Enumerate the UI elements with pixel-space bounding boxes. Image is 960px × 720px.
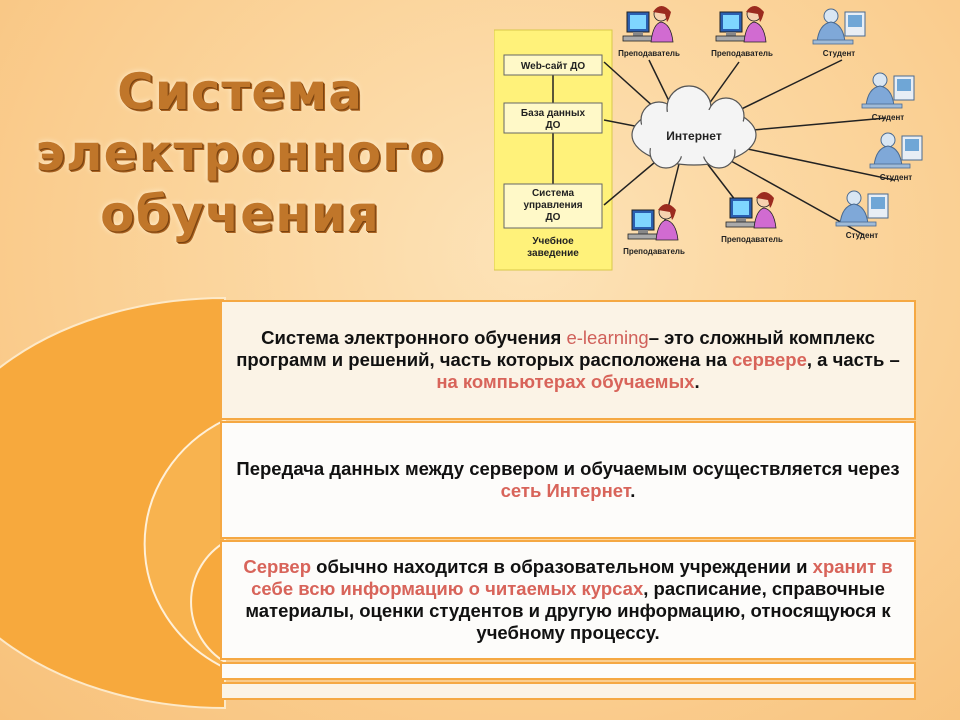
student-computer-icon: [835, 190, 889, 227]
network-node: Студент: [861, 72, 915, 122]
teacher-computer-icon: [715, 6, 767, 43]
network-node: Студент: [869, 132, 923, 182]
text-panel-3: Сервер обычно находится в образовательно…: [220, 540, 916, 660]
node-label: Преподаватель: [618, 49, 680, 58]
network-node: Преподаватель: [618, 6, 680, 58]
node-label: Преподаватель: [623, 247, 685, 256]
node-label: Студент: [846, 231, 879, 240]
student-computer-icon: [869, 132, 923, 169]
network-node: Студент: [812, 8, 866, 58]
node-label: Студент: [823, 49, 856, 58]
empty-panel-5: [220, 682, 916, 700]
web-site-box: [503, 54, 603, 76]
network-node: Студент: [835, 190, 889, 240]
highlight-course-info: хранит в себе всю информацию о читаемых …: [251, 556, 893, 599]
title-line-3: обучения: [100, 185, 380, 243]
highlight-server: сервере: [732, 349, 807, 370]
node-label: Студент: [872, 113, 905, 122]
empty-panel-4: [220, 662, 916, 680]
teacher-computer-icon: [725, 192, 777, 229]
panel-3-text: Сервер обычно находится в образовательно…: [243, 556, 893, 643]
student-computer-icon: [812, 8, 866, 45]
management-system-box: [503, 183, 603, 229]
student-computer-icon: [861, 72, 915, 109]
network-node: Преподаватель: [721, 192, 783, 244]
hub-label: Интернет: [666, 129, 722, 143]
node-label: Преподаватель: [711, 49, 773, 58]
node-label: Студент: [880, 173, 913, 182]
network-node: Преподаватель: [623, 204, 685, 256]
slide-title: Система электронного обучения: [20, 62, 460, 245]
web-site-label: Web-сайт ДО: [521, 61, 585, 72]
arc-inner: [190, 540, 226, 664]
network-node: Преподаватель: [711, 6, 773, 58]
internet-cloud: [631, 85, 757, 169]
teacher-computer-icon: [622, 6, 674, 43]
highlight-server-2: Сервер: [243, 556, 311, 577]
panel-2-text: Передача данных между сервером и обучаем…: [236, 458, 900, 501]
title-line-1: Система: [117, 63, 363, 121]
highlight-student-computers: на компьютерах обучаемых: [436, 371, 695, 392]
highlight-internet: сеть Интернет: [500, 480, 631, 501]
teacher-computer-icon: [627, 204, 679, 241]
text-panel-2: Передача данных между сервером и обучаем…: [220, 421, 916, 539]
text-panel-1: Система электронного обучения e-learning…: [220, 300, 916, 420]
highlight-elearning: e-learning: [566, 327, 649, 348]
panel-1-text: Система электронного обучения e-learning…: [236, 327, 900, 392]
node-label: Преподаватель: [721, 235, 783, 244]
database-box: [503, 102, 603, 134]
decorative-arcs: [0, 296, 226, 710]
title-line-2: электронного: [35, 124, 445, 182]
